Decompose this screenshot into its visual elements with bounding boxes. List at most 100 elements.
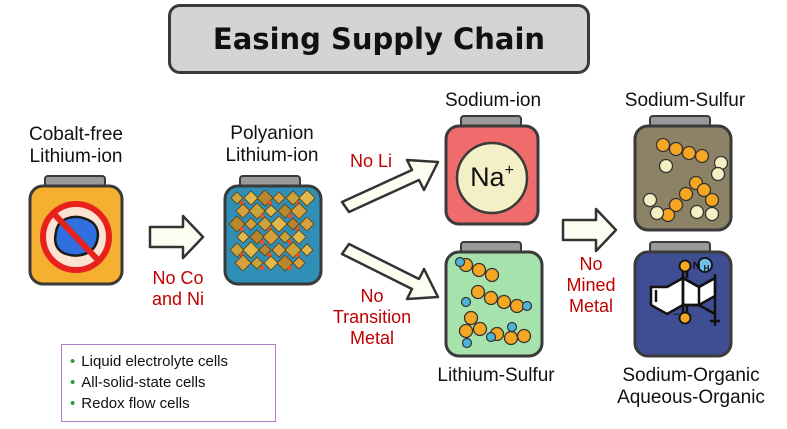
arrow-no-mined-metal [561,207,618,253]
crystal-polyhedron [235,203,251,219]
sulfur-atom [470,284,486,300]
legend-item-label: Liquid electrolyte cells [81,353,229,370]
polyanion-crystal-structure [228,189,316,272]
crystal-atom [259,213,265,219]
battery-sodium-sulfur [633,115,733,232]
sulfur-atom [668,197,684,213]
label-no-co-ni-line1: No Co [152,268,204,288]
crystal-polyhedron [286,217,300,231]
label-polyanion-line1: Polyanion [230,123,314,144]
sulfur-atom [696,182,712,198]
legend-item-label: All-solid-state cells [81,374,206,391]
label-no-co-ni: No Co and Ni [152,268,204,310]
crystal-polyhedron [263,255,279,271]
label-cobalt-free: Cobalt-free Lithium-ion [29,124,123,168]
crystal-polyhedron [270,215,288,233]
crystal-atom [239,226,245,232]
crystal-polyhedron [290,202,308,220]
sulfur-atom [458,323,474,339]
battery-cobalt-free [28,175,124,286]
label-no-li-line1: No Li [349,151,393,171]
sulfur-atom [655,137,671,153]
sulfur-atom [681,145,697,161]
crystal-polyhedron [236,230,250,244]
bullet-icon: • [70,395,76,412]
sodium-atom [704,206,720,222]
lithium-atom [485,331,497,343]
label-no-mined-metal-line1: No [579,254,603,274]
page-title: Easing Supply Chain [212,22,546,56]
crystal-polyhedron [258,243,272,257]
crystal-polyhedron [230,191,244,205]
battery-polyanion [223,175,323,286]
crystal-atom [287,265,293,271]
battery-sodium-organic [633,241,733,358]
crystal-polyhedron [244,217,258,231]
sodium-sulfur-chains [642,137,729,223]
cell-types-legend: • Liquid electrolyte cells • All-solid-sta… [61,344,276,422]
sodium-ion-badge [455,141,529,215]
arrow-no-li [340,158,440,214]
sodium-atom [689,204,705,220]
battery-lithium-sulfur [444,241,544,358]
sodium-atom [642,192,658,208]
label-cobalt-free-line2: Lithium-ion [29,146,123,167]
quinone-molecule [649,270,720,326]
crystal-polyhedron [242,241,260,259]
sulfur-atom [496,294,512,310]
label-no-li: No Li [350,151,392,172]
lithium-atom [460,296,472,308]
sulfur-atom [471,262,487,278]
lithium-atom [506,321,518,333]
minus-sign: − [673,307,680,321]
crystal-polyhedron [234,254,252,272]
crystal-polyhedron [243,190,259,206]
label-no-mined-metal-line2: Mined [566,275,616,295]
lithium-atom [521,300,533,312]
crystal-polyhedron [262,228,280,246]
bullet-icon: • [70,374,76,391]
legend-item-label: Redox flow cells [81,395,190,412]
crystal-polyhedron [278,230,292,244]
sulfur-atom [509,298,525,314]
nh-subscript: H [704,264,710,273]
crystal-atom [259,239,265,245]
crystal-polyhedron [250,256,264,270]
label-sodium-ion-text: Sodium-ion [444,90,542,111]
label-no-mined-metal: No Mined Metal [566,254,615,317]
sulfur-atom [484,267,500,283]
label-no-mined-metal-line3: Metal [568,296,613,316]
sulfur-atom [704,192,720,208]
legend-item: • Liquid electrolyte cells [70,351,267,372]
label-no-transition-metal-line3: Metal [349,328,394,348]
crystal-atom [267,200,273,206]
crystal-polyhedron [291,229,307,245]
sulfur-atom [483,290,499,306]
label-polyanion-line2: Lithium-ion [225,145,319,166]
arrow-no-transition-metal [340,242,440,301]
sodium-atom [649,205,665,221]
no-cobalt-icon [40,201,112,273]
crystal-polyhedron [299,216,315,232]
label-sodium-sulfur: Sodium-Sulfur [625,90,745,112]
title-box: Easing Supply Chain [168,4,590,74]
sulfur-atom [694,148,710,164]
label-sodium-sulfur-text: Sodium-Sulfur [624,90,746,111]
label-sodium-organic: Sodium-Organic Aqueous-Organic [617,365,765,409]
crystal-atom [295,252,301,258]
sulfur-atom [472,321,488,337]
label-no-transition-metal-line1: No [360,286,384,306]
label-lithium-sulfur-text: Lithium-Sulfur [437,365,555,386]
sulfur-atom [463,310,479,326]
label-cobalt-free-line1: Cobalt-free [29,124,123,145]
label-lithium-sulfur: Lithium-Sulfur [437,365,554,387]
crystal-atom [287,239,293,245]
crystal-polyhedron [298,189,316,207]
battery-sodium-ion [444,115,540,226]
bullet-icon: • [70,353,76,370]
arrow-no-co-ni [148,214,205,260]
badge-superscript: + [505,162,514,179]
label-no-transition-metal-line2: Transition [332,307,412,327]
label-sodium-organic-line2: Aqueous-Organic [617,387,765,408]
